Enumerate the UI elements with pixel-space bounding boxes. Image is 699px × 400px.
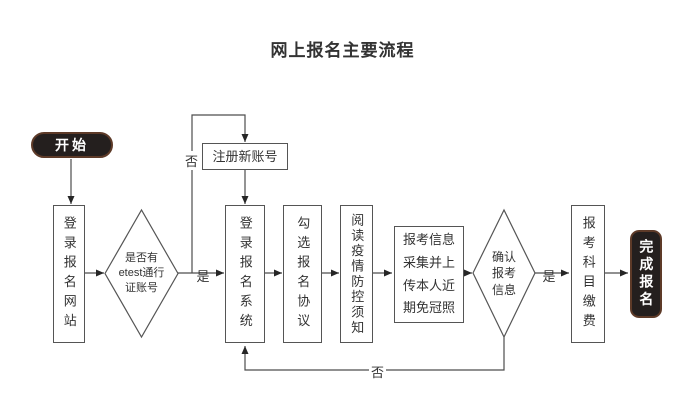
node-register-new-account-label: 注册新账号 [212,148,278,164]
node-read-notice: 阅读疫情防控须知 [340,205,373,343]
edge-label-no-1: 否 [183,151,201,170]
node-finish-label: 完成报名 [638,239,655,309]
node-login-system-label: 登录报名系统 [237,215,253,333]
decision-confirm-info-shape [472,208,536,339]
decision-confirm-info: 确认 报考 信息 [474,249,534,298]
node-login-site: 登录报名网站 [53,205,85,343]
node-read-notice-label: 阅读疫情防控须知 [349,212,365,336]
decision-has-etest-account-label: 是否有 etest通行 证账号 [118,252,165,294]
node-finish: 完成报名 [630,230,662,318]
node-check-agreement: 勾选报名协议 [283,205,322,343]
edge-decision1-no-loop [191,114,249,273]
node-start-label: 开始 [55,136,89,153]
node-login-site-label: 登录报名网站 [61,215,77,333]
decision-has-etest-account: 是否有 etest通行 证账号 [98,250,185,297]
decision-has-etest-account-shape [104,208,179,339]
page-title: 网上报名主要流程 [270,41,415,60]
edge-label-yes-2: 是 [542,269,556,284]
node-check-agreement-label: 勾选报名协议 [295,215,311,333]
edge-label-no-2: 否 [369,362,387,381]
node-start: 开始 [31,132,113,158]
node-collect-info-label: 报考信息 采集并上 传本人近 期免冠照 [402,232,455,316]
node-register-new-account: 注册新账号 [202,143,288,170]
node-login-system: 登录报名系统 [225,205,265,343]
node-pay-fee-label: 报考科目缴费 [580,215,596,333]
node-pay-fee: 报考科目缴费 [571,205,605,343]
edge-label-yes-1: 是 [196,269,210,284]
decision-confirm-info-label: 确认 报考 信息 [491,250,516,297]
node-collect-info: 报考信息 采集并上 传本人近 期免冠照 [394,226,464,323]
